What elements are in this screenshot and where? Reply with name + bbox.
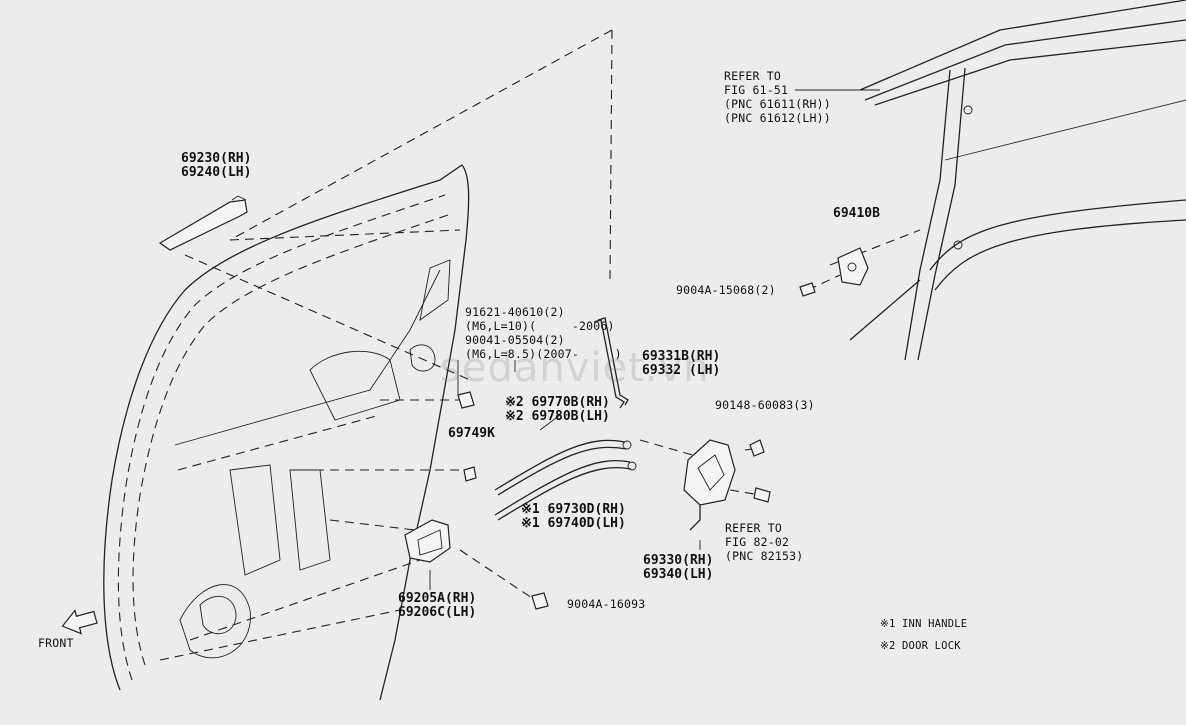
inner-handle-part — [404, 519, 451, 563]
front-label: FRONT — [38, 636, 74, 650]
label-bolt-spec-1: (M6,L=10)( -2006) — [465, 319, 615, 333]
label-bolt-spec-2: (M6,L=8.5)(2007- ) — [465, 347, 622, 361]
label-69331b: 69331B(RH) — [642, 349, 721, 364]
striker-part — [837, 247, 869, 286]
label-91621-40610: 91621-40610(2) — [465, 305, 565, 319]
refer-note-1-line2: FIG 61-51 — [724, 83, 789, 97]
label-69205a: 69205A(RH) — [398, 591, 477, 606]
outer-handle-part — [158, 195, 248, 251]
front-arrow-icon — [61, 609, 98, 635]
refer-note-2-line2: FIG 82-02 — [725, 535, 790, 549]
refer-note-1-line1: REFER TO — [724, 69, 781, 83]
label-69332: 69332 (LH) — [642, 363, 721, 378]
screw-part — [799, 282, 816, 297]
label-69240: 69240(LH) — [181, 165, 252, 180]
label-9004a-16093: 9004A-16093 — [567, 597, 646, 611]
refer-note-2-line3: (PNC 82153) — [725, 549, 804, 563]
body-pillar — [849, 0, 1186, 361]
lock-rod — [593, 317, 629, 409]
cables — [494, 439, 637, 521]
note-door-lock: ※2 DOOR LOCK — [880, 640, 961, 652]
refer-note-1-line4: (PNC 61612(LH)) — [724, 111, 831, 125]
label-leaders — [429, 89, 880, 590]
refer-note-2-line1: REFER TO — [725, 521, 782, 535]
label-69770b: ※2 69770B(RH) — [505, 395, 610, 410]
fasteners — [457, 391, 771, 610]
label-90041-05504: 90041-05504(2) — [465, 333, 565, 347]
door-panel — [103, 164, 470, 701]
note-inn-handle: ※1 INN HANDLE — [880, 618, 968, 630]
label-9004a-15068: 9004A-15068(2) — [676, 283, 776, 297]
label-69749k: 69749K — [448, 426, 495, 441]
leader-lines — [184, 29, 921, 601]
label-69230: 69230(RH) — [181, 151, 252, 166]
label-69206c: 69206C(LH) — [398, 605, 477, 620]
label-69410b: 69410B — [833, 206, 880, 221]
watermark: sedanviet.vn — [440, 345, 710, 391]
label-69340: 69340(LH) — [643, 567, 714, 582]
label-69330: 69330(RH) — [643, 553, 714, 568]
label-90148-60083: 90148-60083(3) — [715, 398, 815, 412]
label-69780b: ※2 69780B(LH) — [505, 409, 610, 424]
door-lock-part — [683, 439, 736, 531]
label-69740d: ※1 69740D(LH) — [521, 516, 626, 531]
refer-note-1-line3: (PNC 61611(RH)) — [724, 97, 831, 111]
label-69730d: ※1 69730D(RH) — [521, 502, 626, 517]
